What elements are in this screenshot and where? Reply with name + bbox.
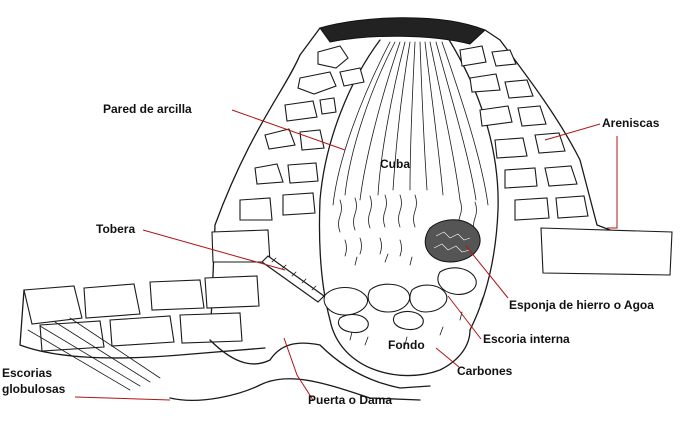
leader-escorias — [74, 396, 171, 401]
label-escorias-line2: globulosas — [2, 382, 66, 396]
leader-tobera — [142, 229, 286, 271]
leader-puerta — [283, 337, 314, 401]
left-low-wall — [19, 229, 271, 359]
tobera-pipe — [261, 255, 325, 303]
label-puerta-o-dama: Puerta o Dama — [308, 393, 393, 407]
puerta-ground — [27, 317, 431, 401]
areniscas-block — [540, 227, 673, 276]
leader-pared — [231, 109, 346, 151]
iron-sponge — [424, 219, 481, 263]
right-wall-stones — [459, 45, 589, 221]
leader-areniscas — [544, 123, 601, 141]
label-escorias-line1: Escorias — [2, 366, 53, 380]
label-escoria-interna: Escoria interna — [483, 332, 570, 346]
leader-escoria — [447, 295, 482, 340]
leader-areniscas-2 — [607, 136, 618, 229]
label-esponja: Esponja de hierro o Agoa — [509, 298, 654, 312]
cuba-chamber — [318, 37, 499, 331]
slag-and-coal — [323, 253, 484, 377]
leader-carbones — [435, 347, 460, 368]
label-carbones: Carbones — [457, 364, 513, 378]
label-pared-de-arcilla: Pared de arcilla — [103, 102, 192, 116]
label-tobera: Tobera — [96, 222, 136, 236]
label-cuba: Cuba — [380, 157, 410, 171]
label-areniscas: Areniscas — [602, 116, 660, 130]
left-wall-stones — [239, 45, 365, 221]
leader-esponja — [465, 245, 509, 299]
label-fondo: Fondo — [388, 338, 425, 352]
leader-lines — [74, 109, 618, 401]
